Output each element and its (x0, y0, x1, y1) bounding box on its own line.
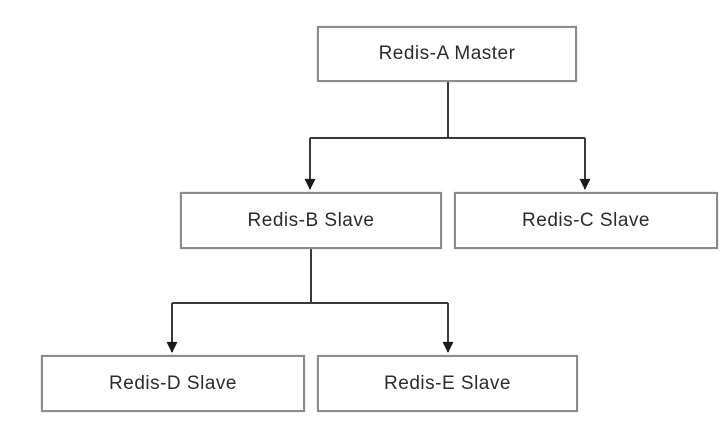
node-label: Redis-A Master (378, 43, 516, 64)
node-label: Redis-E Slave (384, 372, 511, 394)
node-label: Redis-C Slave (522, 209, 650, 231)
node-redis-b-slave: Redis-B Slave (180, 192, 442, 249)
node-label: Redis-D Slave (109, 372, 237, 394)
node-redis-d-slave: Redis-D Slave (41, 355, 305, 412)
node-label: Redis-B Slave (247, 209, 375, 231)
node-redis-e-slave: Redis-E Slave (317, 355, 578, 412)
node-redis-a-master: Redis-A Master (317, 26, 577, 82)
node-redis-c-slave: Redis-C Slave (454, 192, 718, 249)
